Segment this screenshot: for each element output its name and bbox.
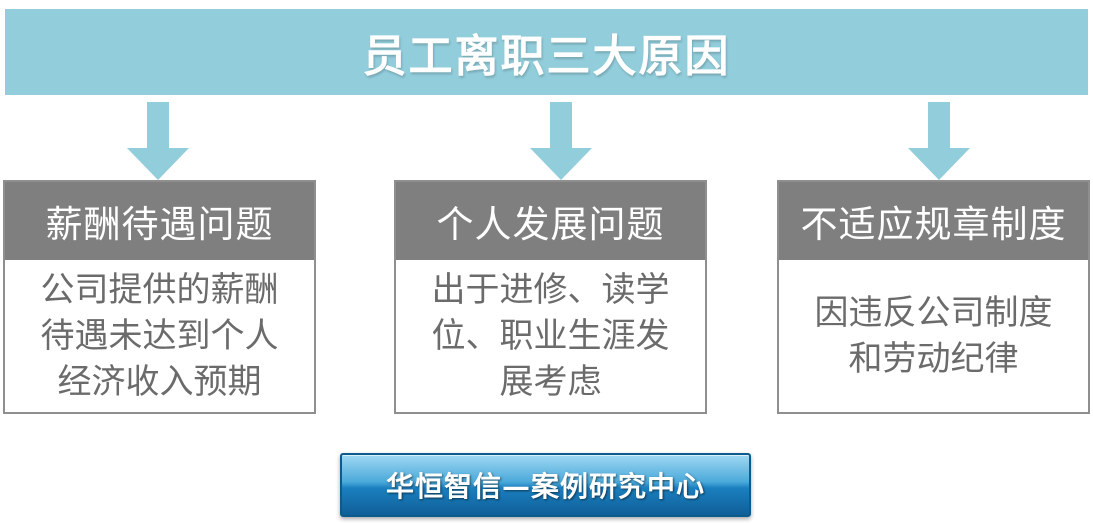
- reason-card-rules: 不适应规章制度 因违反公司制度 和劳动纪律: [777, 180, 1090, 414]
- reason-card-salary: 薪酬待遇问题 公司提供的薪酬 待遇未达到个人 经济收入预期: [3, 180, 316, 414]
- reason-line: 和劳动纪律: [848, 339, 1019, 379]
- reason-description: 公司提供的薪酬 待遇未达到个人 经济收入预期: [5, 260, 314, 412]
- down-arrow-icon: [127, 102, 189, 180]
- reason-description: 出于进修、读学 位、职业生涯发 展考虑: [396, 260, 705, 412]
- down-arrow-icon: [908, 102, 970, 180]
- source-label: 华恒智信—案例研究中心: [385, 470, 705, 503]
- title-banner: 员工离职三大原因: [5, 9, 1088, 95]
- source-badge: 华恒智信—案例研究中心: [340, 453, 751, 517]
- reason-line: 公司提供的薪酬: [40, 270, 279, 310]
- reason-header: 不适应规章制度: [779, 182, 1088, 260]
- reason-line: 出于进修、读学: [431, 270, 670, 310]
- reason-line: 待遇未达到个人: [40, 316, 279, 356]
- reason-header: 薪酬待遇问题: [5, 182, 314, 260]
- reason-line: 位、职业生涯发: [431, 316, 670, 356]
- diagram-title: 员工离职三大原因: [362, 31, 731, 82]
- reason-description: 因违反公司制度 和劳动纪律: [779, 260, 1088, 412]
- down-arrow-icon: [530, 102, 592, 180]
- reason-header: 个人发展问题: [396, 182, 705, 260]
- reason-line: 展考虑: [499, 362, 602, 402]
- reason-line: 经济收入预期: [57, 362, 262, 402]
- reason-line: 因违反公司制度: [814, 293, 1053, 333]
- reason-card-development: 个人发展问题 出于进修、读学 位、职业生涯发 展考虑: [394, 180, 707, 414]
